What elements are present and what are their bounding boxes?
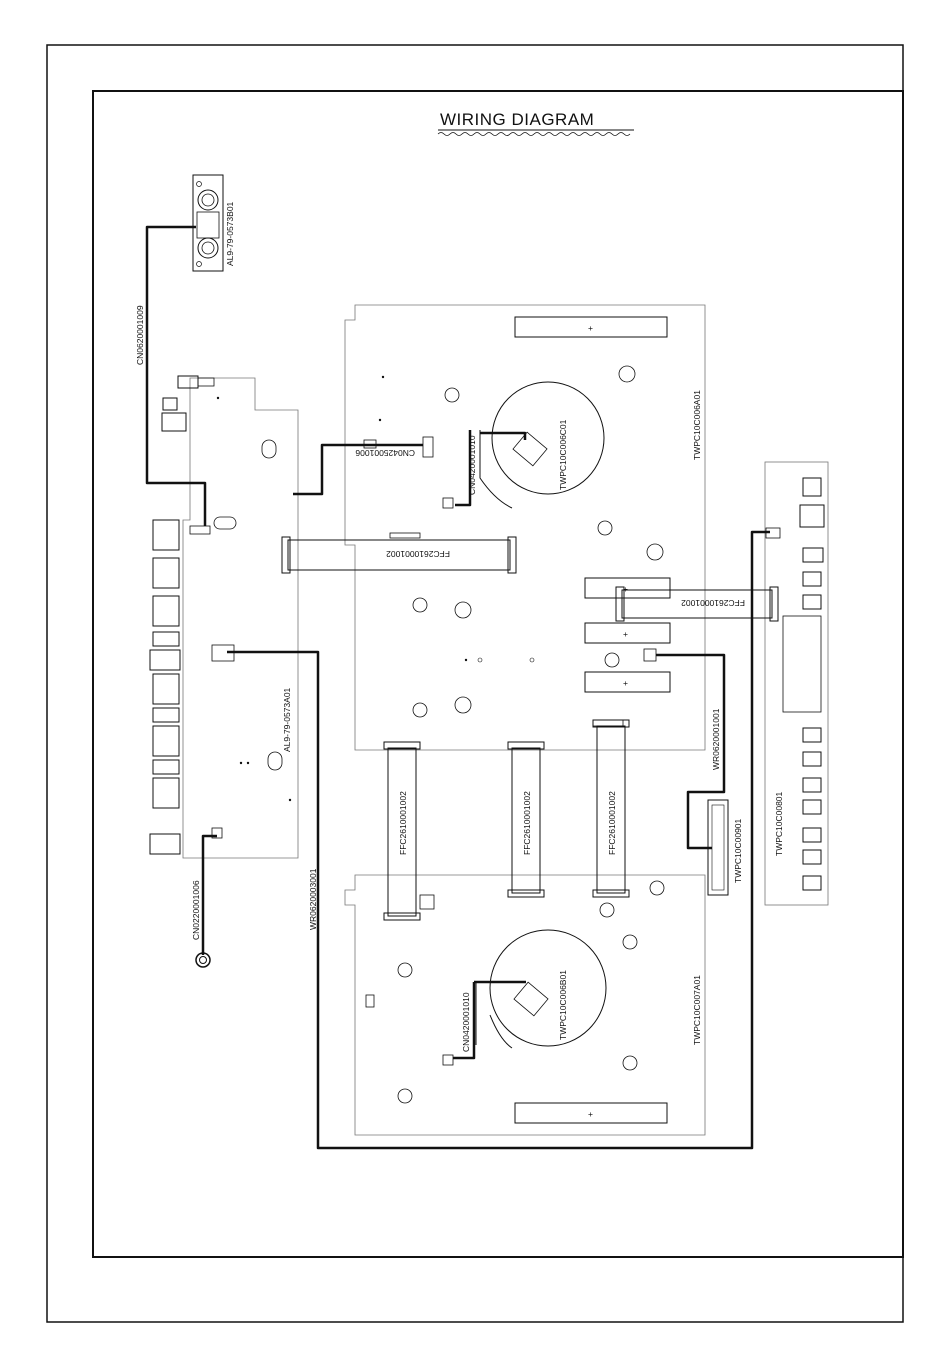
board-label-left-panel: AL9-79-0573A01 [282, 687, 292, 752]
ground-terminal-inner [200, 957, 207, 964]
left-panel-board: AL9-79-0573A01 [150, 376, 298, 858]
diagram-title: WIRING DIAGRAM [440, 110, 594, 129]
inner-border [93, 91, 903, 1257]
board-label-deck-lower-disc: TWPC10C006B01 [558, 970, 568, 1040]
small-board: TWPC10C00901 [708, 800, 743, 895]
right-panel-board: TWPC10C00801 [765, 462, 828, 905]
ground-terminal [196, 953, 210, 967]
board-label-small: TWPC10C00901 [733, 818, 743, 883]
wire-cn-ground [203, 836, 217, 955]
cable-label-ffc-right: FFC2610001002 [681, 598, 745, 608]
deck-board-upper: + TWPC10C006A01 TWPC10C006C01 + + + [345, 305, 705, 750]
cable-label-cn-mid: CN0425001006 [355, 448, 415, 458]
cable-label-ffc-left: FFC2610001002 [386, 549, 450, 559]
cable-label-cn-disc-lower: CN0420001010 [461, 992, 471, 1052]
ffc-vertical-3: FFC2610001002 [593, 720, 629, 897]
cable-label-ffc-v3: FFC2610001002 [607, 791, 617, 855]
disc-upper [492, 382, 604, 494]
cable-label-cn-ground: CN0220001006 [191, 880, 201, 940]
ffc-right: FFC2610001002 [616, 587, 778, 621]
board-label-deck-upper-disc: TWPC10C006C01 [558, 419, 568, 490]
plus-sign-switch-2: + [623, 629, 628, 639]
plus-sign-upper: + [588, 323, 593, 333]
board-label-right-panel: TWPC10C00801 [774, 791, 784, 856]
cable-label-ffc-v2: FFC2610001002 [522, 791, 532, 855]
disc-lower [490, 930, 606, 1046]
cable-label-ffc-v1: FFC2610001002 [398, 791, 408, 855]
cable-label-wr-long: WR0620003001 [308, 868, 318, 930]
plus-sign-lower: + [588, 1109, 593, 1119]
title-wavy-underline [438, 133, 630, 136]
ffc-vertical-1: FFC2610001002 [384, 742, 420, 920]
cable-label-cn-top: CN0620001009 [135, 305, 145, 365]
ffc-vertical-2: FFC2610001002 [508, 742, 544, 897]
deck-board-lower: + TWPC10C007A01 TWPC10C006B01 [345, 875, 705, 1135]
wire-cn-disc-upper [480, 433, 525, 440]
board-label-deck-lower: TWPC10C007A01 [692, 975, 702, 1045]
cable-label-wr-right: WR0620001001 [711, 708, 721, 770]
board-label-jack-top: AL9-79-0573B01 [225, 201, 235, 266]
board-label-deck-upper: TWPC10C006A01 [692, 390, 702, 460]
jack-board-top: AL9-79-0573B01 [193, 175, 235, 271]
outer-border [47, 45, 903, 1322]
plus-sign-switch-3: + [623, 678, 628, 688]
ffc-left: FFC2610001002 [282, 537, 516, 573]
cable-label-cn-disc-upper: CN0420001010 [467, 435, 477, 495]
